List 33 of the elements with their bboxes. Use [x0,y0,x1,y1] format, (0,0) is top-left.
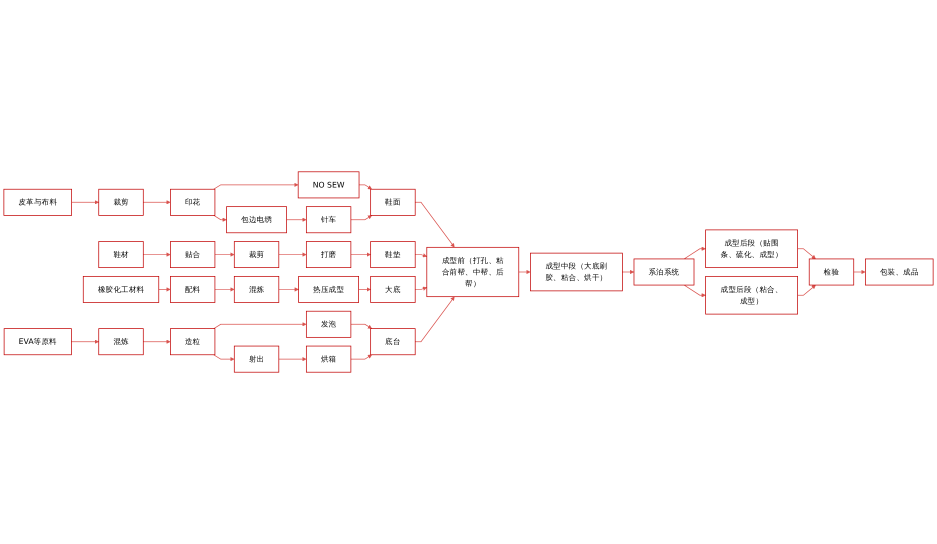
arrow [797,284,816,296]
arrow [278,252,307,257]
arrow [71,200,99,204]
arrow [213,182,298,190]
arrow [286,218,307,222]
arrow [414,253,427,258]
arrow [142,252,171,257]
arrow [214,287,234,292]
arrow [158,287,171,292]
arrow [853,270,866,274]
arrow [684,284,706,298]
arrow [622,270,634,274]
arrow [358,184,372,190]
arrow [214,252,234,257]
arrow [71,340,99,344]
arrow [278,357,307,362]
arrow [213,322,307,329]
arrow [350,215,372,220]
arrow [358,287,371,292]
arrow [350,252,371,257]
arrow [142,340,171,344]
arrow [684,246,706,260]
arrow [213,215,227,222]
arrow [797,248,816,260]
arrow [213,354,234,362]
arrow [414,296,455,342]
arrow [414,202,455,248]
arrow [350,324,372,329]
arrow [518,270,531,274]
arrow [414,286,427,291]
arrow [142,200,171,204]
arrow [350,354,372,360]
arrow [278,287,299,292]
